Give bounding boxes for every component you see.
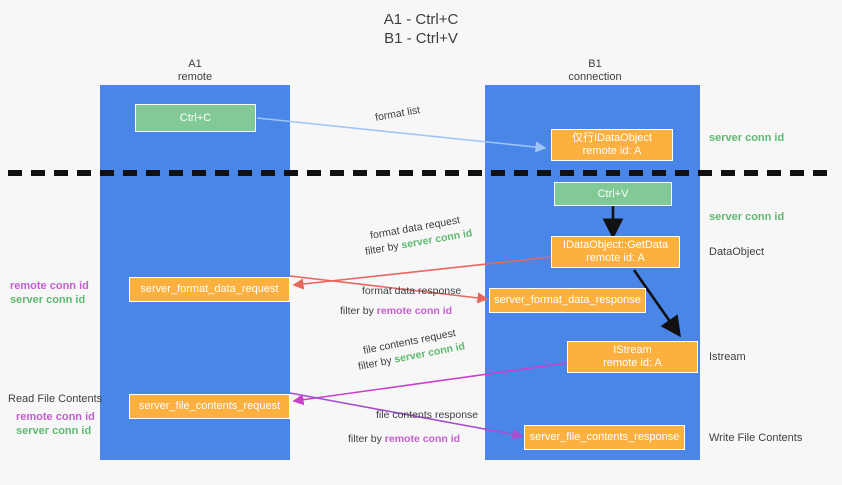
left-label-remote-conn-id-1: remote conn id: [10, 280, 89, 292]
node-ctrl-c[interactable]: Ctrl+C: [135, 104, 256, 132]
node-server-file-contents-request-label: server_file_contents_request: [138, 400, 281, 412]
right-label-write-file-contents: Write File Contents: [709, 432, 803, 444]
edge-label-format-data-response: format data response: [362, 285, 462, 297]
column-header-a1-name: A1: [188, 58, 202, 70]
remote-conn-id-token-1: remote conn id: [376, 305, 453, 317]
edge-label-file-contents-response: file contents response: [376, 409, 479, 421]
left-label-remote-conn-id-2: remote conn id: [16, 411, 95, 423]
node-idataobject-top-line1: 仅行IDataObject: [571, 132, 653, 144]
node-ctrl-v-label: Ctrl+V: [597, 187, 629, 200]
column-header-a1-sub: remote: [177, 71, 213, 83]
node-getdata-line2: remote id: A: [586, 252, 645, 264]
filter-by-text-1: filter by: [364, 239, 403, 258]
edge-label-file-contents-response-filter: filter by remote conn id: [348, 432, 460, 446]
column-header-b1-name: B1: [588, 58, 602, 70]
title-line-2: B1 - Ctrl+V: [384, 30, 458, 47]
left-label-server-conn-id-2: server conn id: [16, 425, 92, 437]
column-header-b1-sub: connection: [568, 71, 622, 83]
left-label-read-file-contents: Read File Contents: [8, 393, 103, 405]
node-server-format-data-response[interactable]: server_format_data_response: [489, 288, 646, 313]
node-server-format-data-response-label: server_format_data_response: [494, 294, 641, 306]
node-server-format-data-request[interactable]: server_format_data_request: [129, 277, 290, 302]
filter-by-text-4: filter by: [348, 433, 385, 445]
right-label-istream: Istream: [709, 351, 746, 363]
node-istream-line1: IStream: [613, 344, 652, 356]
right-label-server-conn-id-top: server conn id: [709, 132, 785, 144]
node-ctrl-c-label: Ctrl+C: [179, 111, 212, 124]
node-server-file-contents-response-label: server_file_contents_response: [529, 431, 680, 443]
node-istream-line2: remote id: A: [603, 357, 662, 369]
edge-label-format-data-response-filter: filter by remote conn id: [340, 304, 452, 318]
title-line-1: A1 - Ctrl+C: [383, 11, 459, 28]
node-istream[interactable]: IStream remote id: A: [567, 341, 698, 373]
node-idataobject-getdata[interactable]: IDataObject::GetData remote id: A: [551, 236, 680, 268]
node-getdata-line1: IDataObject::GetData: [562, 239, 669, 251]
node-ctrl-v[interactable]: Ctrl+V: [554, 182, 672, 206]
right-label-dataobject: DataObject: [709, 246, 765, 258]
node-idataobject-top-line2: remote id: A: [582, 145, 642, 157]
filter-by-text-2: filter by: [340, 305, 377, 317]
filter-by-text-3: filter by: [357, 353, 396, 373]
remote-conn-id-token-2: remote conn id: [384, 433, 461, 445]
edge-label-format-list: format list: [374, 104, 422, 124]
left-label-server-conn-id-1: server conn id: [10, 294, 86, 306]
right-label-server-conn-id-second: server conn id: [709, 211, 785, 223]
node-idataobject-top[interactable]: 仅行IDataObject remote id: A: [551, 129, 673, 161]
node-server-file-contents-request[interactable]: server_file_contents_request: [129, 394, 290, 419]
node-server-file-contents-response[interactable]: server_file_contents_response: [524, 425, 685, 450]
node-server-format-data-request-label: server_format_data_request: [140, 283, 279, 295]
